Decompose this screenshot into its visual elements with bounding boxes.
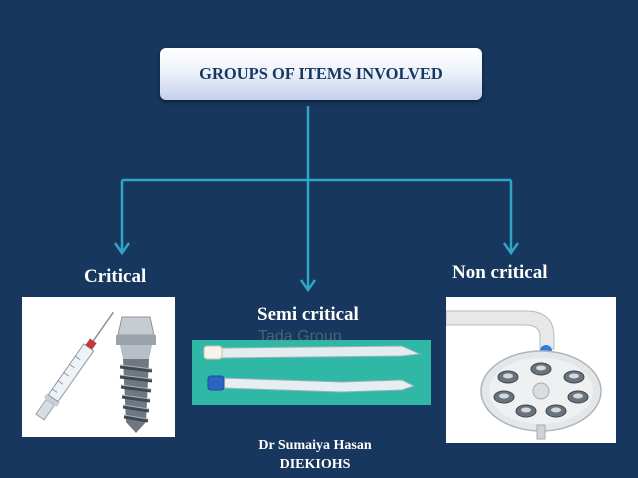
footer-institution: DIEKIOHS	[279, 457, 351, 472]
footer: Dr Sumaiya Hasan DIEKIOHS	[190, 436, 440, 474]
saliva-ejector-tube-bottom	[207, 375, 416, 393]
diagram-title: GROUPS OF ITEMS INVOLVED	[199, 64, 443, 83]
label-critical: Critical	[84, 266, 147, 287]
implant-illustration	[116, 316, 156, 433]
critical-image	[22, 297, 175, 437]
label-non-critical: Non critical	[452, 262, 548, 283]
watermark-text: Tada Group	[258, 328, 342, 345]
non-critical-image	[446, 297, 616, 443]
operating-light-head	[480, 350, 602, 440]
syringe-illustration	[35, 311, 115, 421]
label-semi-critical: Semi critical	[257, 304, 359, 325]
footer-author: Dr Sumaiya Hasan	[258, 438, 372, 453]
title-box: GROUPS OF ITEMS INVOLVED	[160, 48, 482, 100]
saliva-ejector-tube-top	[203, 345, 422, 360]
semi-critical-image	[192, 340, 431, 405]
